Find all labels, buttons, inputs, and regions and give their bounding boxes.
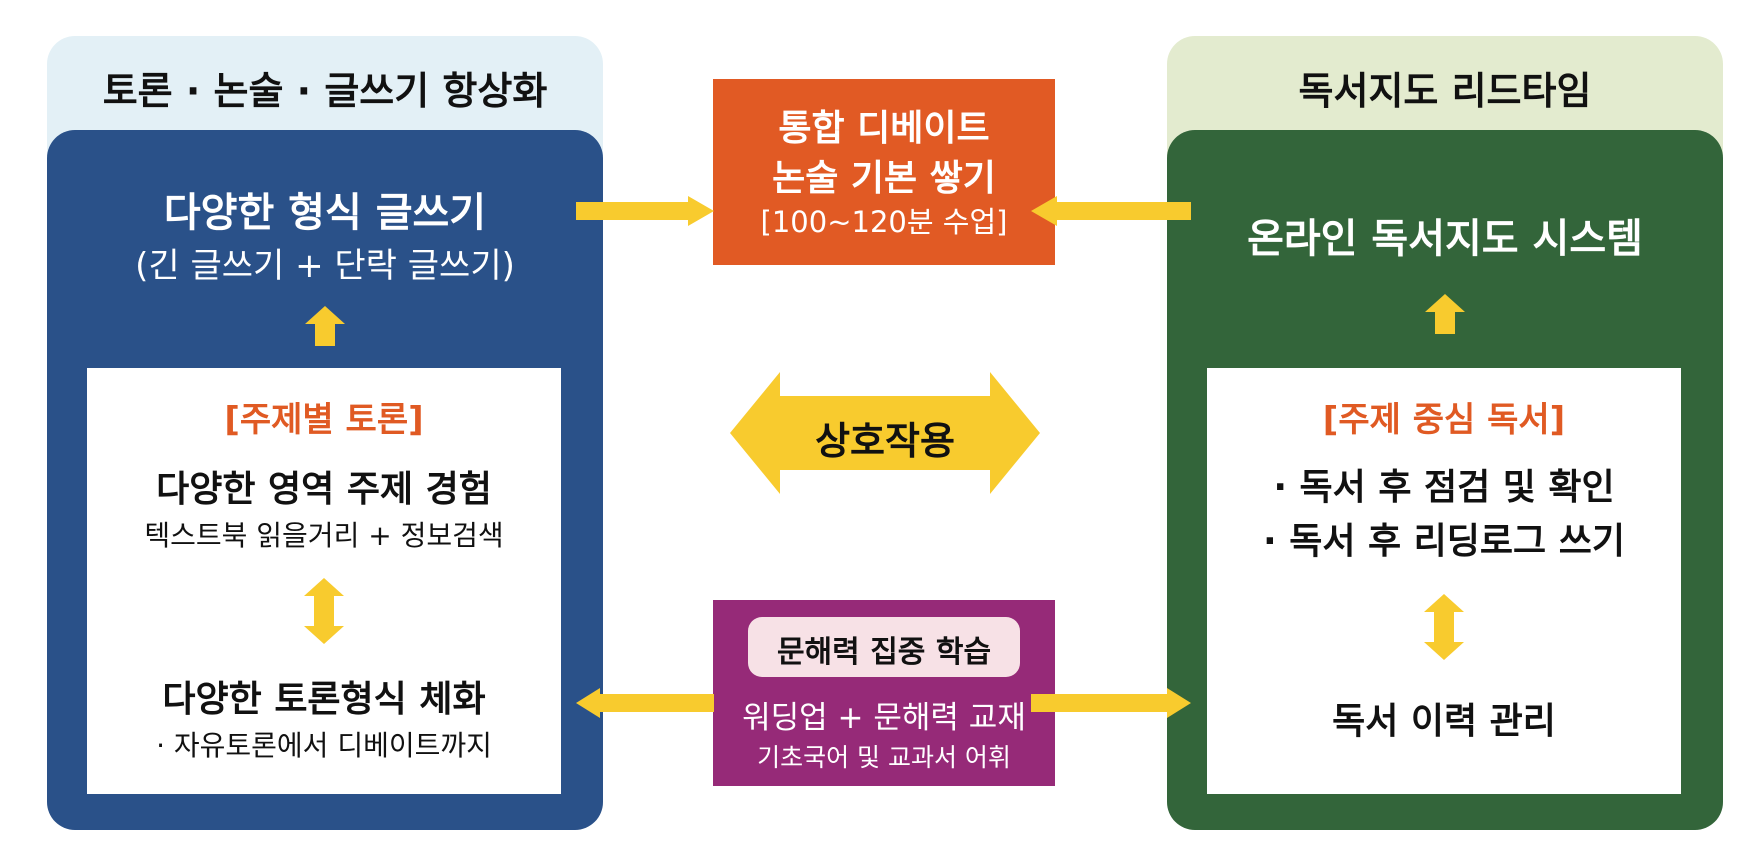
debate-line1: 통합 디베이트 <box>778 108 990 149</box>
debate-line3: [100~120분 수업] <box>760 205 1008 239</box>
left-item2-sub: · 자유토론에서 디베이트까지 <box>156 729 492 762</box>
arrow-right-to-debate-icon <box>1031 196 1191 226</box>
debate-box: 통합 디베이트 논술 기본 쌓기 [100~120분 수업] <box>713 79 1055 265</box>
literacy-line1: 워딩업 + 문해력 교재 <box>742 700 1026 736</box>
right-updown-arrow-icon <box>1424 594 1464 660</box>
left-panel-title: 토론 · 논술 · 글쓰기 항상화 <box>102 69 548 113</box>
right-item1: · 독서 후 점검 및 확인 <box>1273 467 1615 508</box>
right-up-arrow-icon <box>1425 294 1465 334</box>
left-topic-tag: [주제별 토론] <box>224 400 424 440</box>
debate-line2: 논술 기본 쌓기 <box>772 158 996 199</box>
right-top-title: 온라인 독서지도 시스템 <box>1247 216 1643 262</box>
right-item3: 독서 이력 관리 <box>1332 701 1556 742</box>
arrow-literacy-to-left-icon <box>576 688 714 718</box>
arrow-literacy-to-right-icon <box>1031 688 1191 718</box>
left-top-title: 다양한 형식 글쓰기 <box>163 190 487 236</box>
left-item1-sub: 텍스트북 읽을거리 + 정보검색 <box>144 519 504 552</box>
left-item2-title: 다양한 토론형식 체화 <box>162 679 486 720</box>
literacy-box: 문해력 집중 학습 워딩업 + 문해력 교재 기초국어 및 교과서 어휘 <box>713 600 1055 786</box>
right-topic-tag: [주제 중심 독서] <box>1322 400 1566 440</box>
arrow-left-to-debate-icon <box>576 196 714 226</box>
right-panel: 온라인 독서지도 시스템 [주제 중심 독서] · 독서 후 점검 및 확인 ·… <box>1167 130 1723 830</box>
left-up-arrow-icon <box>305 306 345 346</box>
literacy-pill-label: 문해력 집중 학습 <box>776 635 992 670</box>
left-topic-box: [주제별 토론] 다양한 영역 주제 경험 텍스트북 읽을거리 + 정보검색 다… <box>87 368 561 794</box>
left-updown-arrow-icon <box>304 578 344 644</box>
left-item1-title: 다양한 영역 주제 경험 <box>156 469 492 510</box>
left-top-subtitle: (긴 글쓰기 + 단락 글쓰기) <box>135 246 515 286</box>
left-panel: 다양한 형식 글쓰기 (긴 글쓰기 + 단락 글쓰기) [주제별 토론] 다양한… <box>47 130 603 830</box>
interaction-label: 상호작용 <box>815 419 955 463</box>
literacy-line2: 기초국어 및 교과서 어휘 <box>757 743 1011 772</box>
interaction-double-arrow-icon <box>730 372 1040 494</box>
right-panel-title: 독서지도 리드타임 <box>1298 69 1592 113</box>
right-item2: · 독서 후 리딩로그 쓰기 <box>1263 521 1625 562</box>
right-topic-box: [주제 중심 독서] · 독서 후 점검 및 확인 · 독서 후 리딩로그 쓰기… <box>1207 368 1681 794</box>
literacy-pill: 문해력 집중 학습 <box>748 617 1020 677</box>
